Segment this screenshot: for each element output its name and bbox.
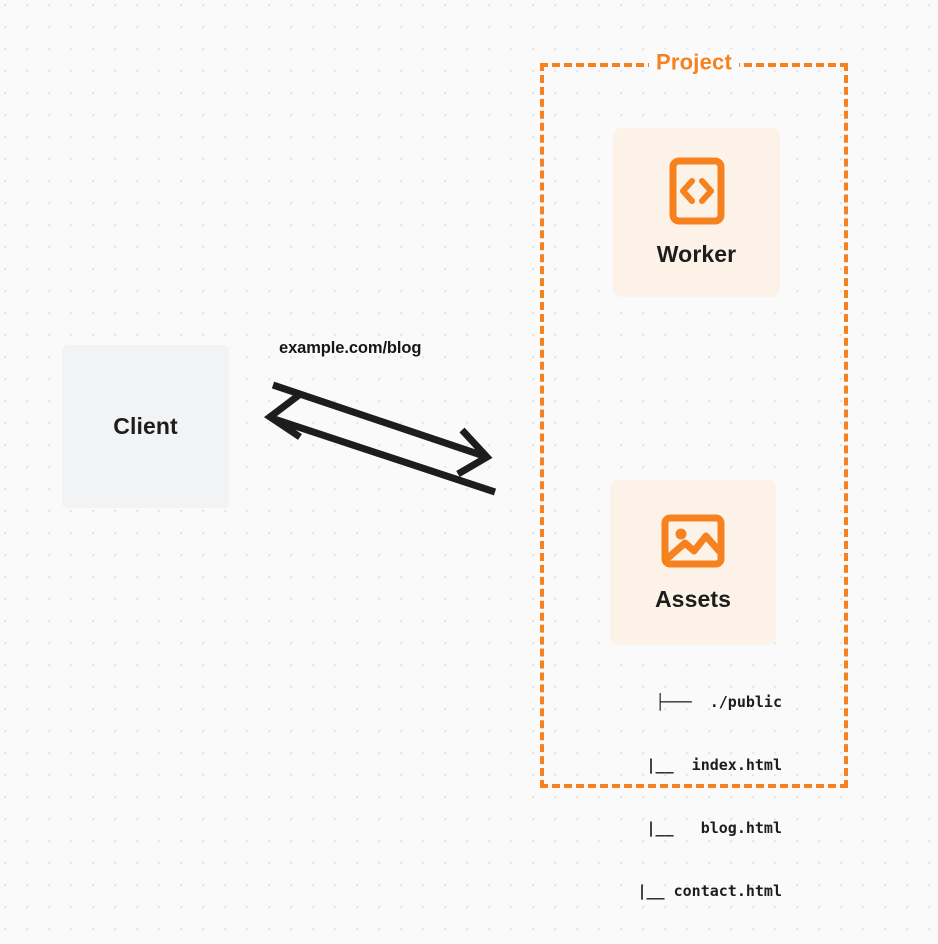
assets-file-tree: ├─── ./public |__ index.html |__ blog.ht… [557, 650, 782, 944]
worker-node-label: Worker [656, 241, 737, 267]
request-url-label: example.com/blog [279, 339, 422, 357]
tree-row: |__ contact.html [610, 882, 782, 900]
assets-node-label: Assets [654, 586, 732, 612]
client-node[interactable]: Client [62, 345, 229, 508]
tree-row: |__ index.html [619, 756, 782, 774]
request-arrow-head [456, 427, 493, 478]
assets-node[interactable]: Assets [610, 480, 776, 645]
project-title: Project [649, 49, 739, 76]
code-brackets-icon [669, 157, 725, 225]
diagram-canvas: Client example.com/blog Project Worker [62, 49, 848, 900]
project-container: Project [540, 49, 848, 788]
client-node-label: Client [113, 413, 178, 439]
request-arrow-line [271, 381, 486, 460]
image-icon [661, 512, 725, 570]
tree-row: |__ blog.html [619, 819, 782, 837]
worker-node[interactable]: Worker [613, 128, 780, 297]
response-arrow-line [272, 415, 497, 496]
response-arrow-head [263, 392, 302, 440]
tree-row: ├─── ./public [655, 693, 782, 711]
